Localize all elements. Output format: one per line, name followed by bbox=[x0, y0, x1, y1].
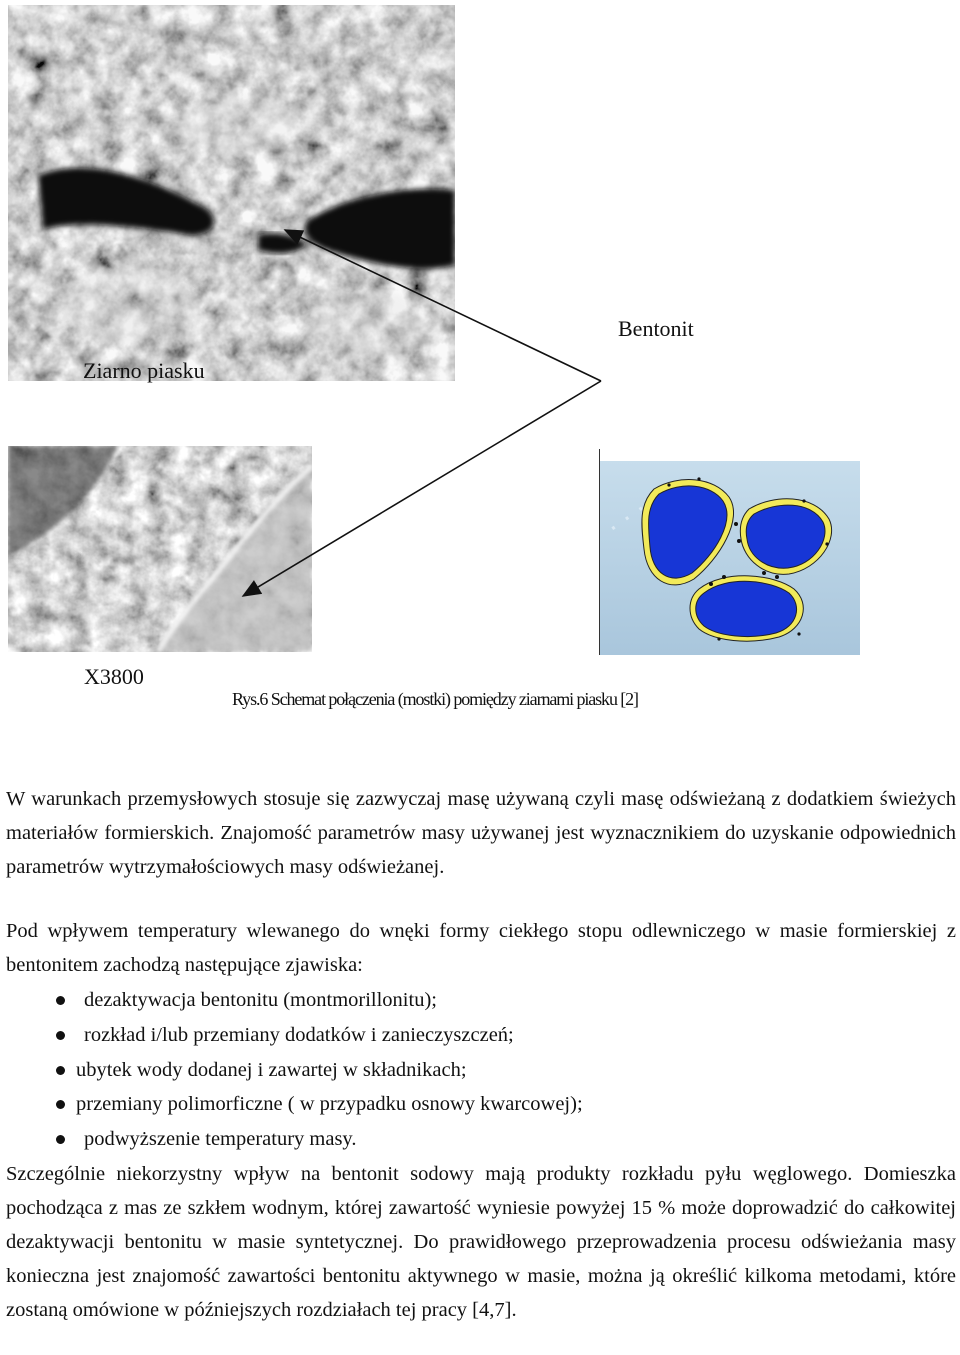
list-item: podwyższenie temperatury masy. bbox=[54, 1122, 583, 1157]
list-item: ubytek wody dodanej i zawartej w składni… bbox=[54, 1053, 583, 1088]
sem-micrograph-bottom bbox=[8, 446, 312, 652]
sem-micrograph-top bbox=[8, 5, 455, 381]
paragraph-used-sand: W warunkach przemysłowych stosuje się za… bbox=[6, 788, 956, 878]
list-item: dezaktywacja bentonitu (montmorillonitu)… bbox=[54, 983, 583, 1018]
list-item: rozkład i/lub przemiany dodatków i zanie… bbox=[54, 1018, 583, 1053]
bullet-icon bbox=[56, 1100, 65, 1110]
bullet-icon bbox=[56, 1065, 65, 1075]
paragraph-temperature-effects: Pod wpływem temperatury wlewanego do wnę… bbox=[6, 920, 956, 976]
bullet-icon bbox=[56, 1030, 65, 1040]
list-item: przemiany polimorficzne ( w przypadku os… bbox=[54, 1087, 583, 1122]
bullet-icon bbox=[56, 996, 65, 1005]
phenomena-list: dezaktywacja bentonitu (montmorillonitu)… bbox=[54, 983, 583, 1157]
magnification-label: X3800 bbox=[84, 664, 144, 689]
label-sand-grain: Ziarno piasku bbox=[83, 358, 205, 383]
paragraph-coal-dust-influence: Szczególnie niekorzystny wpływ na benton… bbox=[6, 1163, 956, 1321]
bentonite-bridge-schematic: . . . bbox=[599, 449, 860, 655]
bullet-icon bbox=[56, 1135, 65, 1145]
label-bentonit: Bentonit bbox=[618, 316, 694, 341]
figure-caption: Rys.6 Schemat połączenia (mostki) pomięd… bbox=[232, 689, 639, 709]
